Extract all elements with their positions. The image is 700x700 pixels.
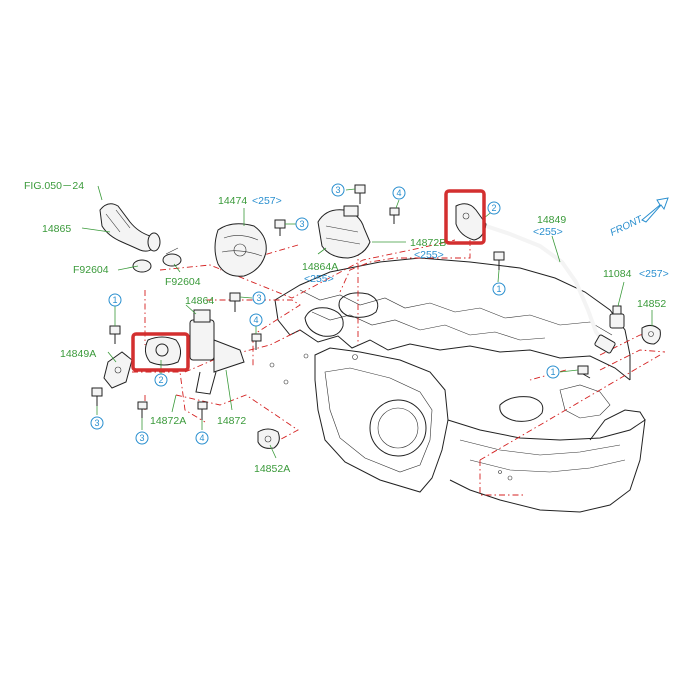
part-14864-valve xyxy=(189,309,245,395)
svg-text:4: 4 xyxy=(199,433,204,443)
engine-block xyxy=(269,257,646,513)
label-14849A[interactable]: 14849A xyxy=(60,348,96,360)
svg-text:3: 3 xyxy=(94,418,99,428)
ref-14849[interactable]: <255> xyxy=(533,226,563,238)
bolt-4-mid xyxy=(251,333,262,350)
callout-1-lowright[interactable]: 1 xyxy=(546,365,560,379)
label-fig-050-24[interactable]: FIG.050－24 xyxy=(24,180,84,192)
callout-3-top[interactable]: 3 xyxy=(295,217,309,231)
callout-3-mid[interactable]: 3 xyxy=(252,291,266,305)
label-11084[interactable]: 11084 xyxy=(603,268,632,280)
front-arrow-icon xyxy=(641,197,669,223)
svg-text:1: 1 xyxy=(550,367,555,377)
highlight-box-right[interactable] xyxy=(444,189,486,245)
svg-text:3: 3 xyxy=(335,185,340,195)
leader-lines xyxy=(81,185,653,459)
highlight-box-left[interactable] xyxy=(131,332,190,372)
bolt-4-lower xyxy=(197,401,208,420)
svg-text:1: 1 xyxy=(112,295,117,305)
label-14864[interactable]: 14864 xyxy=(185,295,214,307)
highlights xyxy=(131,189,486,372)
svg-text:2: 2 xyxy=(158,375,163,385)
part-14474-valve xyxy=(214,223,267,277)
label-14852A[interactable]: 14852A xyxy=(254,463,290,475)
bolt-1-lowright xyxy=(577,365,591,379)
part-f92604-clamps xyxy=(132,247,182,273)
front-label: FRONT xyxy=(609,214,646,239)
label-14872[interactable]: 14872 xyxy=(217,415,246,427)
callout-3-upper[interactable]: 3 xyxy=(331,183,345,197)
part-14864A-valve xyxy=(317,205,371,259)
part-14865-duct xyxy=(99,203,161,252)
svg-text:3: 3 xyxy=(256,293,261,303)
label-14865[interactable]: 14865 xyxy=(42,223,71,235)
svg-text:2: 2 xyxy=(491,203,496,213)
label-14872A[interactable]: 14872A xyxy=(150,415,186,427)
part-clip-right xyxy=(455,203,487,241)
callout-3-lower[interactable]: 3 xyxy=(135,431,149,445)
callout-4-lower[interactable]: 4 xyxy=(195,431,209,445)
bolt-1-right xyxy=(493,251,505,270)
bolt-3-upper xyxy=(354,184,366,204)
svg-text:3: 3 xyxy=(139,433,144,443)
label-14864A[interactable]: 14864A xyxy=(302,261,338,273)
label-f92604-left[interactable]: F92604 xyxy=(73,264,109,276)
bolt-3-mid xyxy=(229,292,241,312)
ref-14474[interactable]: <257> xyxy=(252,195,282,207)
callout-4-upper[interactable]: 4 xyxy=(392,186,406,200)
label-f92604-right[interactable]: F92604 xyxy=(165,276,201,288)
callout-2-left[interactable]: 2 xyxy=(154,373,168,387)
callout-2-right[interactable]: 2 xyxy=(487,201,501,215)
part-14849A-flange xyxy=(103,351,133,389)
label-14849[interactable]: 14849 xyxy=(537,214,566,226)
bolt-3-left xyxy=(91,387,103,406)
bolt-3-top xyxy=(274,219,286,236)
ref-14872B[interactable]: <255> xyxy=(414,249,444,261)
callouts: 1 3 3 4 2 3 4 3 3 4 2 1 1 xyxy=(90,183,560,445)
part-gasket-left xyxy=(144,336,182,366)
ref-11084[interactable]: <257> xyxy=(639,268,669,280)
part-14849-pipe xyxy=(485,224,616,354)
front-arrow: FRONT xyxy=(609,197,669,239)
bolt-3-lower xyxy=(137,401,148,418)
ref-14864A[interactable]: <255> xyxy=(304,273,334,285)
svg-text:3: 3 xyxy=(299,219,304,229)
bolt-4-upper xyxy=(389,207,400,224)
callout-1-left[interactable]: 1 xyxy=(108,293,122,307)
label-14872B[interactable]: 14872B xyxy=(410,237,446,249)
label-14474[interactable]: 14474 xyxy=(218,195,247,207)
svg-text:1: 1 xyxy=(496,284,501,294)
bolts xyxy=(91,184,591,420)
part-14852-gasket xyxy=(641,324,661,345)
labels: FIG.050－24 14865 F92604 F92604 14474 <25… xyxy=(24,180,669,475)
callout-3-left[interactable]: 3 xyxy=(90,416,104,430)
part-11084-plug xyxy=(609,305,625,329)
svg-text:4: 4 xyxy=(253,315,258,325)
callout-1-right[interactable]: 1 xyxy=(492,282,506,296)
bolt-1-left xyxy=(109,325,121,344)
label-14852[interactable]: 14852 xyxy=(637,298,666,310)
svg-text:4: 4 xyxy=(396,188,401,198)
part-14852A-gasket xyxy=(257,428,280,449)
callout-4-mid[interactable]: 4 xyxy=(249,313,263,327)
